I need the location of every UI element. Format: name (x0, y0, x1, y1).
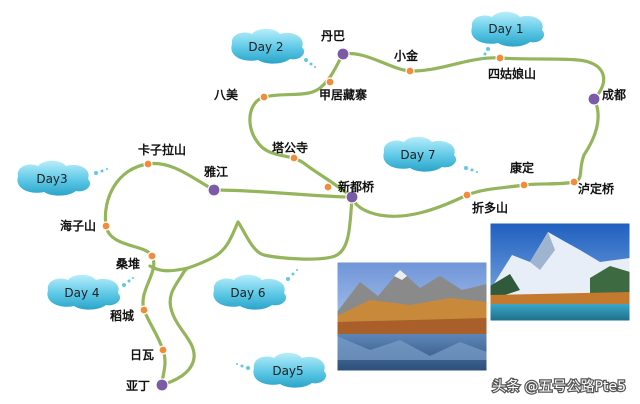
day1-badge: Day 1 (471, 11, 545, 59)
day4-badge: Day 4 (47, 274, 134, 310)
day1-label: Day 1 (488, 22, 523, 36)
day7-badge: Day 7 (383, 136, 478, 173)
place-labels: 丹巴 小金 四姑娘山 成都 甲居藏寨 八美 塔公寺 新都桥 康定 泸定桥 折多山… (60, 29, 626, 393)
mountain-lake-autumn-photo (336, 261, 488, 372)
label-tagongsi: 塔公寺 (272, 140, 308, 155)
label-haizishan: 海子山 (60, 218, 96, 233)
waypoint-haizishan (101, 221, 111, 231)
label-chengdu: 成都 (602, 87, 626, 102)
waypoint-tagongsi (289, 153, 299, 163)
waypoint-daocheng (139, 305, 149, 315)
day3-badge: Day3 (17, 160, 108, 196)
label-jiaju: 甲居藏寨 (319, 87, 367, 102)
waypoint-luding (569, 177, 579, 187)
day4-label: Day 4 (64, 286, 99, 300)
route-segment-danba-xinduqiao (248, 52, 354, 199)
day6-label: Day 6 (230, 286, 265, 300)
day6-badge: Day 6 (213, 269, 298, 310)
day5-badge: Day5 (236, 352, 327, 388)
day2-label: Day 2 (248, 40, 283, 54)
node-danba (336, 47, 350, 61)
label-zheduoshan: 折多山 (472, 200, 508, 215)
label-xiaojin: 小金 (394, 48, 419, 63)
node-yading (155, 378, 169, 392)
waypoint-zheduoshan (462, 190, 472, 200)
label-riwa: 日瓦 (130, 348, 154, 362)
route-segment-return-loop (148, 195, 354, 273)
node-yajiang (207, 183, 221, 197)
label-luding: 泸定桥 (578, 181, 615, 196)
waypoint-siguniangshan (495, 53, 505, 63)
label-sangdui: 桑堆 (116, 256, 140, 271)
label-bamei: 八美 (213, 87, 239, 102)
waypoint-kazilashan (143, 159, 153, 169)
node-xinduqiao (345, 190, 359, 204)
node-chengdu (587, 92, 601, 106)
waypoints (101, 53, 579, 355)
label-yajiang: 雅江 (203, 164, 228, 179)
label-kangding: 康定 (510, 160, 534, 175)
watermark: 头条 @五号公路Pte5 (492, 378, 626, 395)
waypoint-xinduqiao-west (323, 182, 333, 192)
snow-peak-lake-photo (489, 222, 631, 322)
day5-label: Day5 (272, 364, 303, 378)
waypoint-riwa (158, 345, 168, 355)
waypoint-xiaojin (405, 66, 415, 76)
label-kazilashan: 卡子拉山 (138, 142, 186, 157)
route-segment-chengdu-danba (341, 51, 606, 101)
label-yading: 亚丁 (126, 379, 150, 393)
label-daocheng: 稻城 (110, 308, 134, 323)
label-danba: 丹巴 (321, 29, 345, 43)
label-siguniangshan: 四姑娘山 (488, 66, 536, 81)
waypoint-kangding (519, 180, 529, 190)
day2-badge: Day 2 (231, 28, 316, 68)
major-nodes (155, 47, 601, 392)
waypoint-bamei (259, 92, 269, 102)
waypoint-sangdui (147, 251, 157, 261)
waypoint-jiaju (325, 77, 335, 87)
route-segment-yading-loop (160, 266, 196, 387)
day3-label: Day3 (36, 172, 67, 186)
day7-label: Day 7 (400, 148, 435, 162)
label-xinduqiao: 新都桥 (338, 179, 375, 194)
